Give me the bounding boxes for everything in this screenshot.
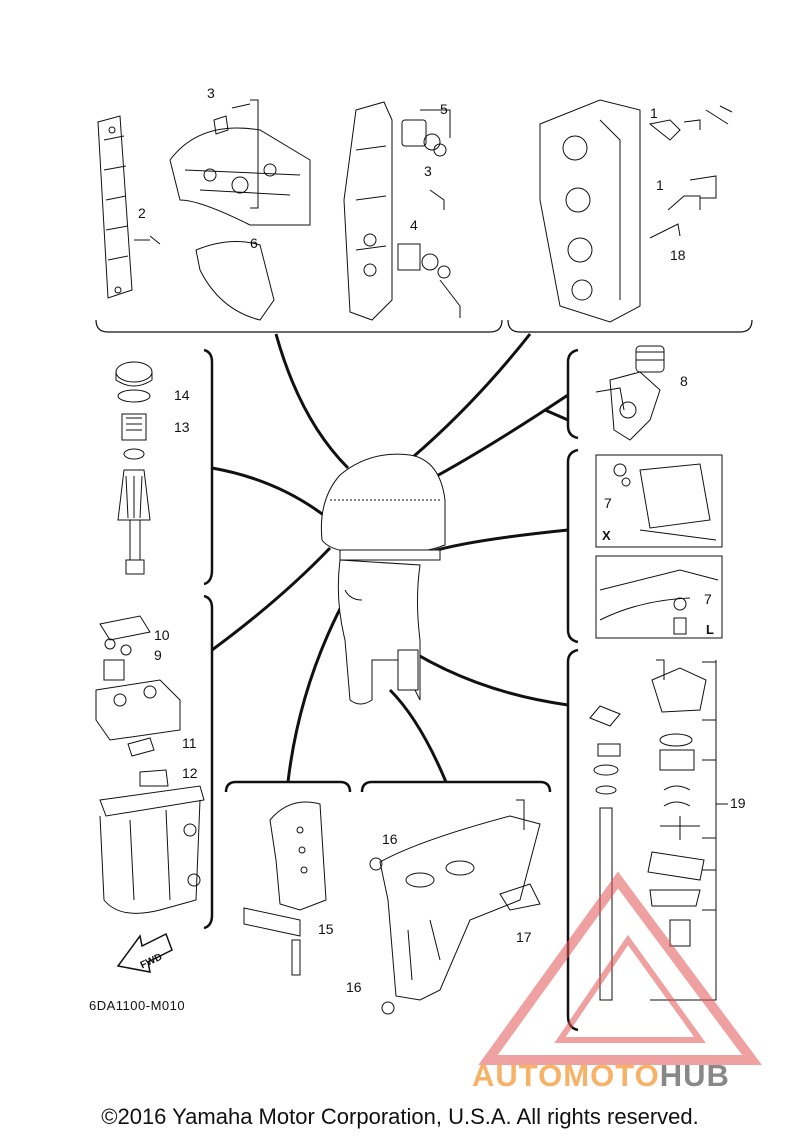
bracket-bottom-1: [224, 780, 352, 793]
panel-label-l: L: [706, 622, 714, 637]
watermark-triangle: [478, 871, 762, 1065]
callout-12: 12: [182, 765, 198, 781]
callout-5: 5: [440, 101, 448, 117]
bracket-bottom-2: [360, 780, 552, 793]
callout-9: 9: [154, 647, 162, 663]
callout-14: 14: [174, 387, 190, 403]
bracket-top-left: [95, 319, 503, 333]
callout-6: 6: [250, 235, 258, 251]
callout-16: 16: [382, 831, 398, 847]
callout-3: 3: [424, 163, 432, 179]
oil-filter: [595, 345, 665, 441]
lower-unit: [369, 799, 541, 1015]
outboard-engine: [320, 453, 446, 705]
callout-15: 15: [318, 921, 334, 937]
callout-1: 1: [650, 105, 658, 121]
callout-19: 19: [730, 795, 746, 811]
water-pump: [589, 659, 728, 1001]
callout-17: 17: [516, 929, 532, 945]
callout-1: 1: [656, 177, 664, 193]
watermark-part-2: HUB: [659, 1058, 730, 1093]
top-middle-parts: [343, 101, 461, 321]
fwd-arrow-icon: [116, 932, 173, 973]
watermark-part-1: AUTOMOTO: [472, 1058, 660, 1093]
callout-13: 13: [174, 419, 190, 435]
clamp-bracket: [243, 801, 327, 976]
copyright-notice: ©2016 Yamaha Motor Corporation, U.S.A. A…: [101, 1104, 699, 1129]
vapor-separator: [95, 615, 205, 914]
bracket-right-3: [566, 648, 579, 1032]
callout-10: 10: [154, 627, 170, 643]
callout-4: 4: [410, 217, 418, 233]
panel-label-x: X: [602, 528, 611, 543]
callout-16: 16: [346, 979, 362, 995]
callout-8: 8: [680, 373, 688, 389]
callout-7: 7: [604, 495, 612, 511]
diagram-code: 6DA1100-M010: [89, 998, 186, 1013]
cylinder-head: [539, 99, 733, 323]
bracket-right-2: [566, 448, 579, 644]
callout-2: 2: [138, 205, 146, 221]
fuel-filter: [115, 361, 153, 575]
callout-11: 11: [182, 735, 197, 751]
callout-3: 3: [207, 85, 215, 101]
callout-18: 18: [670, 247, 686, 263]
bracket-left-upper: [203, 348, 214, 586]
bracket-right-1: [566, 348, 579, 440]
callout-7: 7: [704, 591, 712, 607]
watermark-logo: AUTOMOTOHUB: [472, 1058, 730, 1094]
bracket-left-lower: [203, 594, 214, 930]
anode-panels: [595, 454, 723, 639]
top-left-parts: [97, 99, 311, 321]
bracket-top-right: [507, 319, 753, 333]
leader-lines: [211, 333, 569, 783]
